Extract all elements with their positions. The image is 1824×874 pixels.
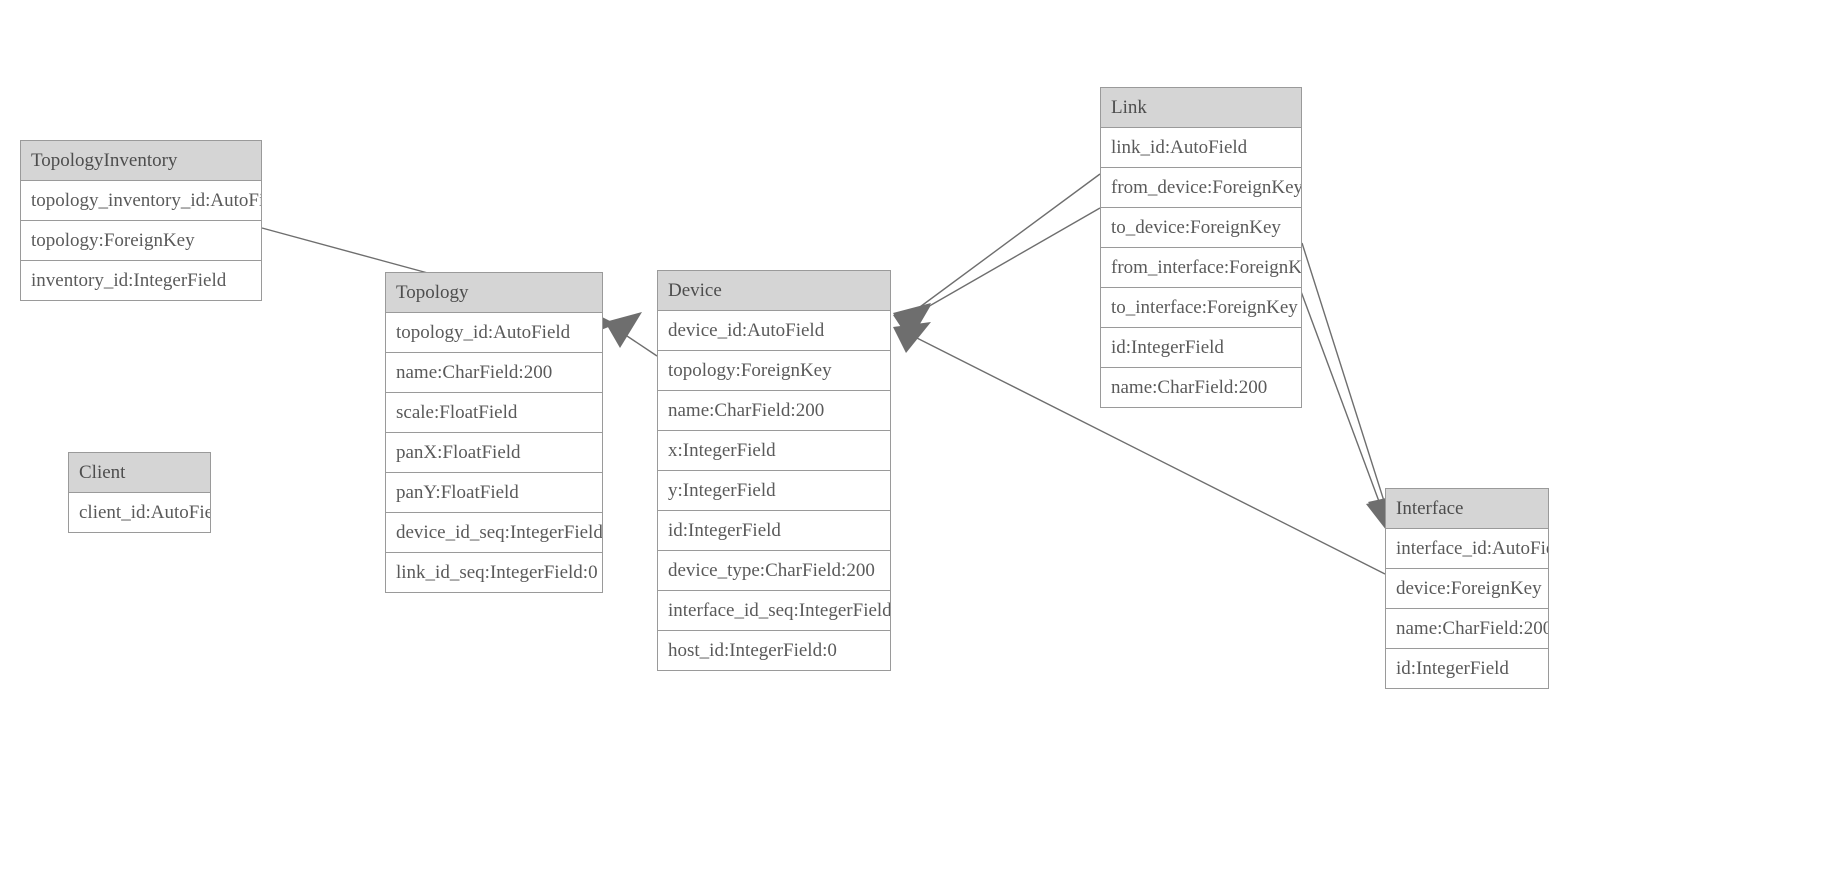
- relationship-link-from_device-device: [893, 173, 1101, 339]
- entity-title-interface: Interface: [1386, 489, 1548, 529]
- entity-field-topology-panx: panX:FloatField: [386, 433, 602, 473]
- entity-field-interface-device: device:ForeignKey: [1386, 569, 1548, 609]
- entity-field-topology-inventory-inventory-id: inventory_id:IntegerField: [21, 261, 261, 300]
- entity-field-link-from-interface: from_interface:ForeignKey: [1101, 248, 1301, 288]
- entity-field-client-client-id: client_id:AutoField: [69, 493, 210, 532]
- entity-field-interface-interface-id: interface_id:AutoField: [1386, 529, 1548, 569]
- entity-title-link: Link: [1101, 88, 1301, 128]
- entity-field-link-to-interface: to_interface:ForeignKey: [1101, 288, 1301, 328]
- entity-field-link-id: id:IntegerField: [1101, 328, 1301, 368]
- entity-field-topology-pany: panY:FloatField: [386, 473, 602, 513]
- entity-title-topology: Topology: [386, 273, 602, 313]
- entity-topology-inventory[interactable]: TopologyInventory topology_inventory_id:…: [20, 140, 262, 301]
- entity-field-link-name: name:CharField:200: [1101, 368, 1301, 407]
- entity-field-topology-link-id-seq: link_id_seq:IntegerField:0: [386, 553, 602, 592]
- entity-title-client: Client: [69, 453, 210, 493]
- entity-interface[interactable]: Interface interface_id:AutoField device:…: [1385, 488, 1549, 689]
- entity-device[interactable]: Device device_id:AutoField topology:Fore…: [657, 270, 891, 671]
- entity-field-link-to-device: to_device:ForeignKey: [1101, 208, 1301, 248]
- entity-field-device-x: x:IntegerField: [658, 431, 890, 471]
- entity-field-link-link-id: link_id:AutoField: [1101, 128, 1301, 168]
- entity-field-interface-id: id:IntegerField: [1386, 649, 1548, 688]
- entity-field-device-y: y:IntegerField: [658, 471, 890, 511]
- entity-topology[interactable]: Topology topology_id:AutoField name:Char…: [385, 272, 603, 593]
- entity-field-device-host-id: host_id:IntegerField:0: [658, 631, 890, 670]
- entity-field-device-interface-id-seq: interface_id_seq:IntegerField:0: [658, 591, 890, 631]
- entity-field-device-device-id: device_id:AutoField: [658, 311, 890, 351]
- entity-field-topology-scale: scale:FloatField: [386, 393, 602, 433]
- entity-title-device: Device: [658, 271, 890, 311]
- entity-field-device-device-type: device_type:CharField:200: [658, 551, 890, 591]
- entity-field-topology-inventory-topology: topology:ForeignKey: [21, 221, 261, 261]
- entity-field-topology-topology-id: topology_id:AutoField: [386, 313, 602, 353]
- entity-field-topology-inventory-id: topology_inventory_id:AutoField: [21, 181, 261, 221]
- entity-field-topology-device-id-seq: device_id_seq:IntegerField:0: [386, 513, 602, 553]
- entity-field-device-id: id:IntegerField: [658, 511, 890, 551]
- entity-title-topology-inventory: TopologyInventory: [21, 141, 261, 181]
- entity-field-device-topology: topology:ForeignKey: [658, 351, 890, 391]
- relationship-device-topology: [605, 312, 658, 357]
- entity-field-link-from-device: from_device:ForeignKey: [1101, 168, 1301, 208]
- entity-field-topology-name: name:CharField:200: [386, 353, 602, 393]
- entity-link[interactable]: Link link_id:AutoField from_device:Forei…: [1100, 87, 1302, 408]
- relationship-link-to_device-device: [893, 207, 1101, 341]
- entity-client[interactable]: Client client_id:AutoField: [68, 452, 211, 533]
- entity-field-interface-name: name:CharField:200: [1386, 609, 1548, 649]
- entity-field-device-name: name:CharField:200: [658, 391, 890, 431]
